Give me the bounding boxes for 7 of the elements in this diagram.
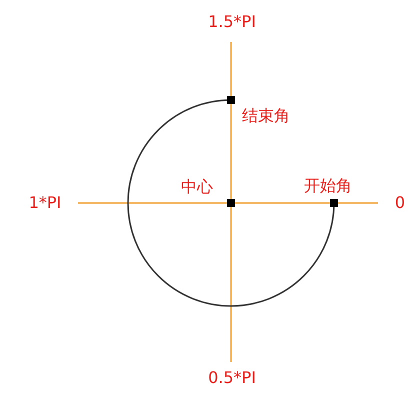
axis-label: 0 [394, 195, 406, 211]
axis-label: 1.5*PI [208, 14, 256, 30]
axis-label: 中心 [181, 179, 213, 195]
axis-label: 1*PI [28, 195, 62, 211]
axis-label: 0.5*PI [208, 370, 256, 386]
axis-label: 开始角 [304, 178, 352, 194]
axis-label: 结束角 [242, 108, 290, 124]
